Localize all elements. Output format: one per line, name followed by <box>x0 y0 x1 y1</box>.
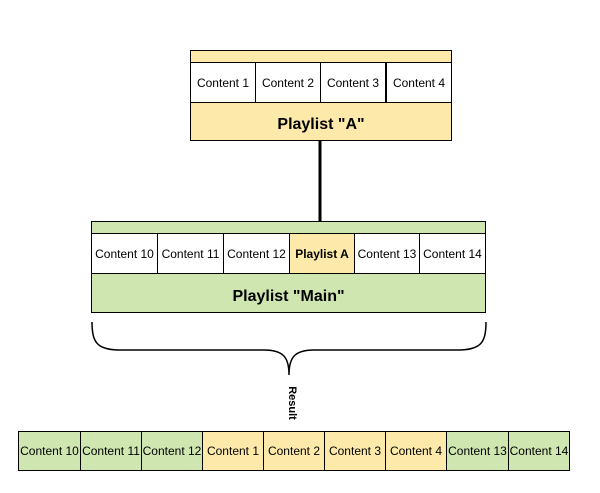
playlist-main-item: Content 11 <box>157 233 224 274</box>
result-brace <box>91 321 487 376</box>
playlist-main-item-nested: Playlist A <box>289 233 355 274</box>
playlist-a-item: Content 1 <box>190 62 256 103</box>
playlist-main-item: Content 10 <box>91 233 158 274</box>
playlist-a-title: Playlist "A" <box>277 116 365 133</box>
result-label: Result <box>286 386 298 420</box>
result-item: Content 10 <box>18 431 81 471</box>
result-item: Content 4 <box>385 431 447 471</box>
playlist-main-title: Playlist "Main" <box>232 288 345 305</box>
playlist-a-item: Content 4 <box>386 62 452 103</box>
result-item: Content 11 <box>80 431 142 471</box>
playlist-main-item: Content 12 <box>223 233 290 274</box>
result-item: Content 14 <box>508 431 570 471</box>
playlist-main-item: Content 14 <box>419 233 486 274</box>
result-item: Content 12 <box>141 431 203 471</box>
result-item: Content 2 <box>263 431 325 471</box>
playlist-main-item: Content 13 <box>354 233 420 274</box>
playlist-a-item: Content 3 <box>320 62 386 103</box>
playlist-a-item: Content 2 <box>255 62 321 103</box>
result-item: Content 13 <box>446 431 509 471</box>
result-item: Content 1 <box>202 431 264 471</box>
result-item: Content 3 <box>324 431 386 471</box>
